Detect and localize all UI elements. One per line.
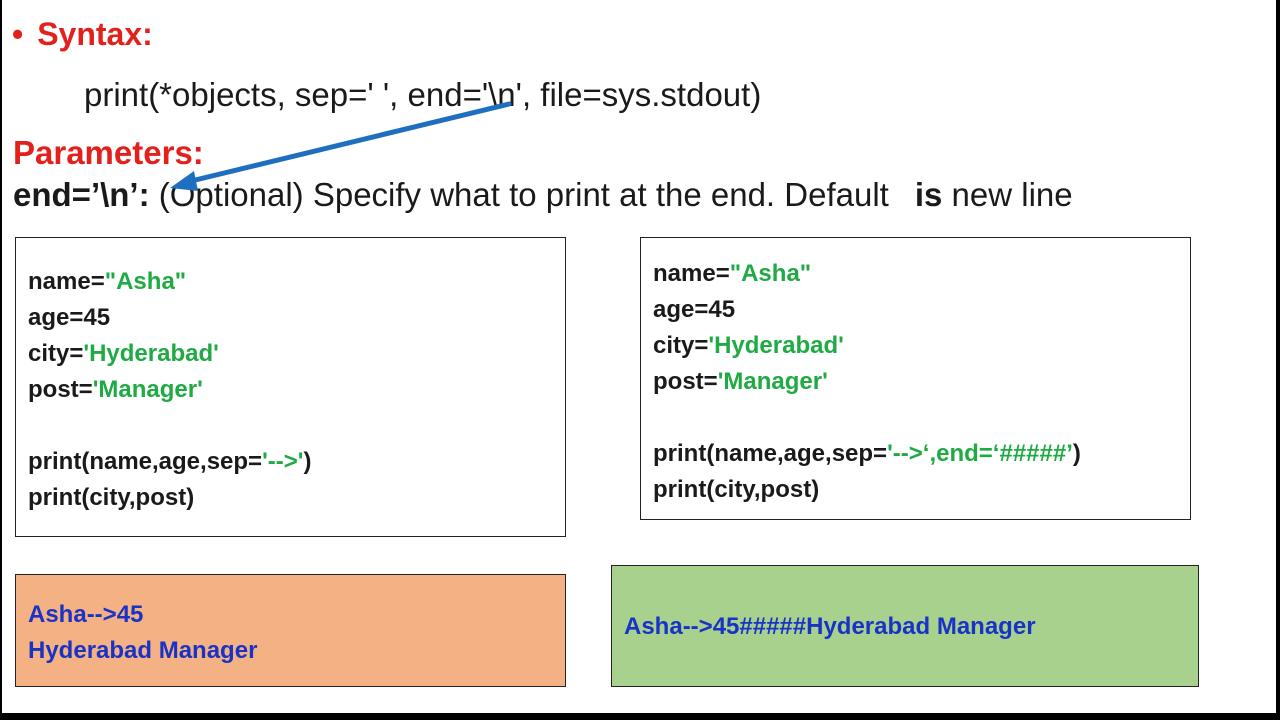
code-print-line: print(name,age,sep='-->‘,end=‘#####’) xyxy=(653,440,1081,467)
code-print-line: print(name,age,sep='-->') xyxy=(28,448,312,475)
code-example-right: name="Asha" age=45 city='Hyderabad' post… xyxy=(640,237,1191,520)
syntax-heading-text: Syntax: xyxy=(37,16,153,52)
code-line: age=45 xyxy=(28,304,111,331)
arrow-head xyxy=(170,171,198,191)
code-example-left: name="Asha" age=45 city='Hyderabad' post… xyxy=(15,237,566,537)
parameter-tail: new line xyxy=(951,176,1073,213)
parameters-heading: Parameters: xyxy=(13,134,204,171)
output-line: Asha-->45 xyxy=(28,601,144,628)
print-signature: print(*objects, sep=' ', end='\n', file=… xyxy=(84,76,762,113)
bullet: • xyxy=(12,16,24,52)
code-print-line: print(city,post) xyxy=(28,484,195,511)
code-line: post='Manager' xyxy=(28,376,203,403)
arrow-shaft xyxy=(184,101,512,185)
code-line: post='Manager' xyxy=(653,368,828,395)
code-line: city='Hyderabad' xyxy=(653,332,844,359)
parameter-term: end=’\n’: xyxy=(13,176,150,213)
output-line: Asha-->45#####Hyderabad Manager xyxy=(624,613,1036,640)
code-print-line: print(city,post) xyxy=(653,476,820,503)
parameter-description: end=’\n’: (Optional) Specify what to pri… xyxy=(13,176,1073,214)
parameter-text: (Optional) Specify what to print at the … xyxy=(158,176,889,213)
syntax-heading: • Syntax: xyxy=(12,16,153,53)
code-line: age=45 xyxy=(653,296,736,323)
code-line: name="Asha" xyxy=(28,268,187,295)
output-left: Asha-->45 Hyderabad Manager xyxy=(15,574,566,687)
parameter-is-word: is xyxy=(914,176,943,213)
output-right: Asha-->45#####Hyderabad Manager xyxy=(611,565,1199,687)
code-line: name="Asha" xyxy=(653,260,812,287)
output-line: Hyderabad Manager xyxy=(28,637,258,664)
code-line: city='Hyderabad' xyxy=(28,340,219,367)
